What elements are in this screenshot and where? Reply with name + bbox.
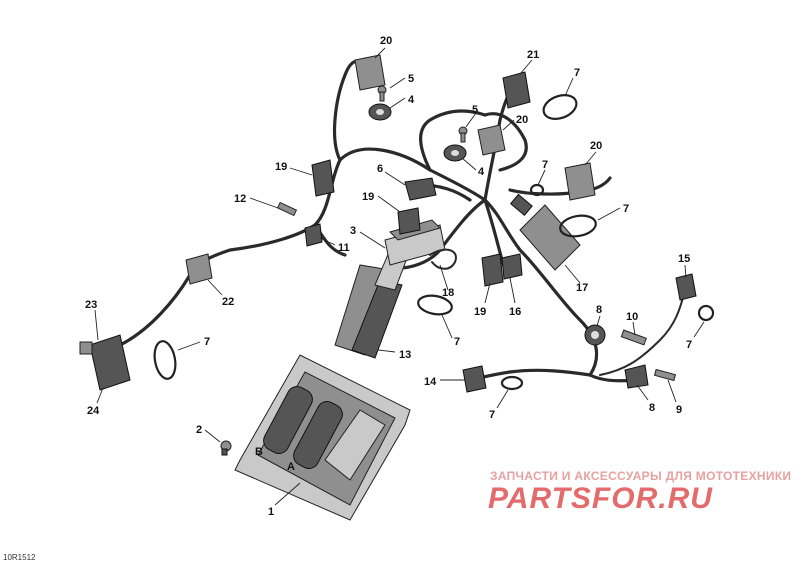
clip-ring-7-right — [559, 214, 597, 238]
clamp-8-lower — [624, 364, 649, 389]
leader-lines — [94, 47, 705, 506]
connector-23-24 — [79, 334, 131, 391]
watermark-caption: ЗАПЧАСТИ И АКСЕССУАРЫ ДЛЯ МОТОТЕХНИКИ — [490, 469, 792, 483]
bolt-9 — [653, 368, 677, 382]
connector-6 — [404, 177, 437, 201]
callout-7-far-right: 7 — [686, 339, 692, 351]
screw-icon — [220, 440, 232, 456]
callout-7-bottom: 7 — [489, 409, 495, 421]
callout-20-right: 20 — [590, 140, 602, 152]
bolt-10 — [620, 329, 647, 346]
callout-8-upper: 8 — [596, 304, 602, 316]
callout-16: 16 — [509, 306, 521, 318]
callout-12: 12 — [234, 193, 246, 205]
callout-19-center: 19 — [362, 191, 374, 203]
callout-19-lower: 19 — [474, 306, 486, 318]
connector-22 — [185, 253, 213, 285]
connector-19-center — [397, 207, 421, 235]
callout-24: 24 — [87, 405, 100, 417]
ecu-module: B A — [234, 354, 411, 521]
callout-7-center: 7 — [454, 336, 460, 348]
figure-code: 10R1512 — [3, 553, 36, 562]
connector-15 — [675, 273, 697, 301]
callout-7-small: 7 — [542, 159, 548, 171]
callout-17: 17 — [576, 282, 588, 294]
callout-4-top: 4 — [408, 94, 415, 106]
callout-10: 10 — [626, 311, 638, 323]
callout-18: 18 — [442, 287, 454, 299]
clip-ring-7-far-right — [697, 304, 715, 322]
watermark-logo: PARTSFOR.RU — [488, 482, 713, 515]
clip-11 — [304, 223, 323, 247]
callout-8-lower: 8 — [649, 402, 655, 414]
wire-loop-18 — [429, 248, 457, 270]
grommet-8-upper — [584, 324, 606, 346]
connector-20-top — [354, 54, 386, 91]
sensor-17 — [509, 193, 581, 271]
clip-ring-7-top — [542, 94, 578, 120]
grommet-4b — [443, 144, 467, 162]
callout-7-top: 7 — [574, 67, 580, 79]
bolt-5b — [458, 126, 468, 143]
callout-labels: 1 2 3 4 4 5 5 6 7 7 7 7 7 7 7 8 8 9 10 1… — [85, 35, 692, 518]
connector-21 — [502, 71, 531, 109]
callout-3: 3 — [350, 225, 356, 237]
ecu-connector-b-letter: B — [255, 446, 263, 458]
callout-20-top: 20 — [380, 35, 392, 47]
callout-20-mid: 20 — [516, 114, 528, 126]
callout-1: 1 — [268, 506, 274, 518]
clip-ring-7-small — [529, 183, 545, 197]
connector-19-left — [311, 159, 335, 197]
clip-ring-7-bottom — [500, 375, 524, 391]
callout-6: 6 — [377, 163, 383, 175]
callout-22: 22 — [222, 296, 234, 308]
callout-2: 2 — [196, 424, 202, 436]
ecu-connector-a-letter: A — [287, 461, 295, 473]
connector-19-lower — [481, 253, 504, 287]
connector-20-right — [564, 162, 596, 201]
callout-14: 14 — [424, 376, 437, 388]
clip-ring-7-left — [153, 340, 177, 380]
callout-23: 23 — [85, 299, 97, 311]
bolt-12 — [276, 201, 298, 217]
callout-5-mid: 5 — [472, 104, 478, 116]
connector-20-mid — [477, 124, 506, 156]
grommet-4a — [368, 103, 392, 121]
bolt-5a — [377, 85, 387, 102]
connector-16 — [501, 253, 523, 280]
callout-7-right: 7 — [623, 203, 629, 215]
callout-15: 15 — [678, 253, 690, 265]
callout-5-top: 5 — [408, 73, 414, 85]
callout-9: 9 — [676, 404, 682, 416]
callout-7-left: 7 — [204, 336, 210, 348]
connector-14 — [462, 365, 487, 393]
callout-4-mid: 4 — [478, 166, 485, 178]
callout-13: 13 — [399, 349, 411, 361]
callout-19-left: 19 — [275, 161, 287, 173]
callout-11: 11 — [338, 242, 350, 254]
callout-21: 21 — [527, 49, 539, 61]
clip-ring-7-center — [417, 294, 453, 316]
